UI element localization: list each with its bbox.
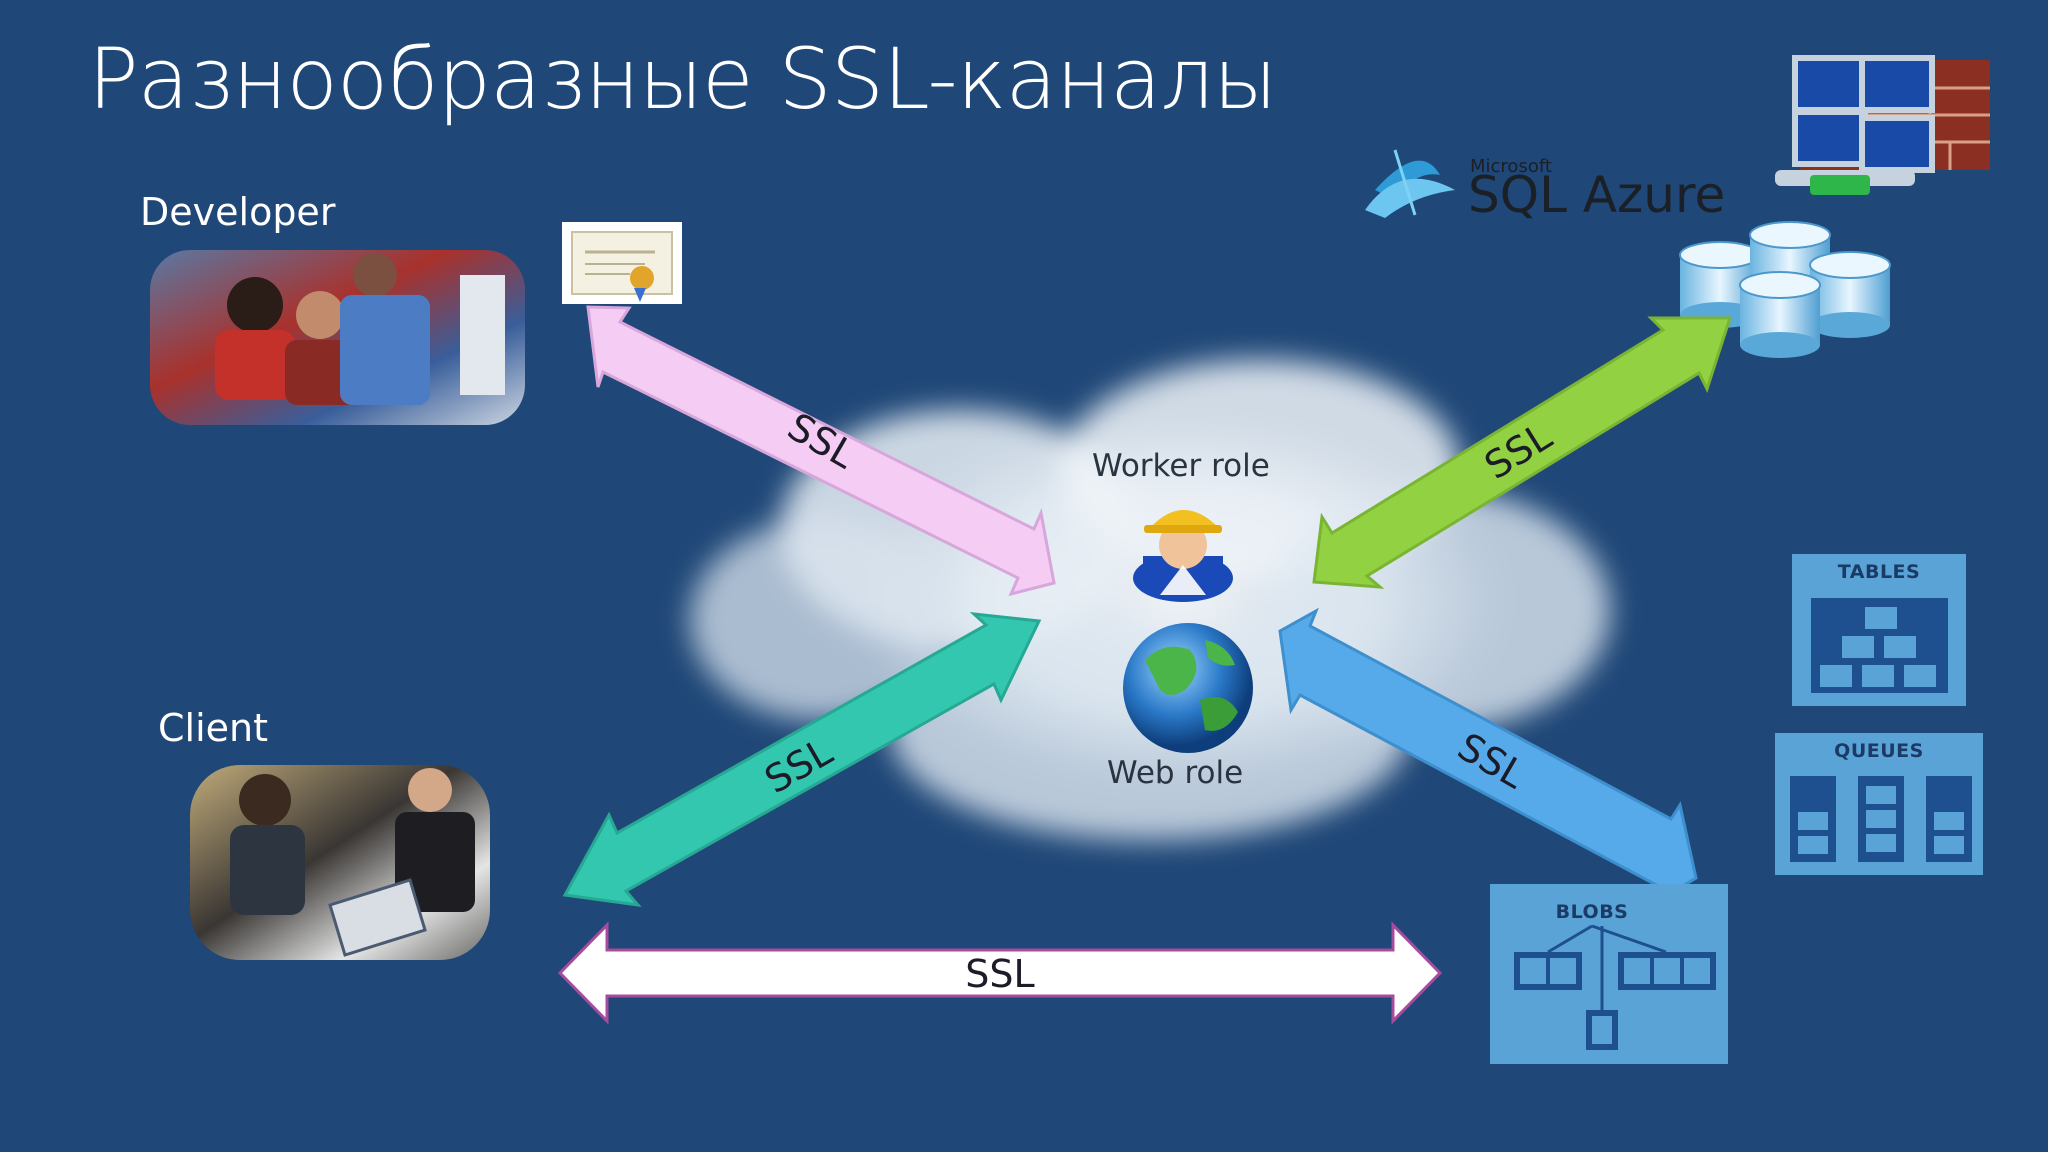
- worker-icon: [1133, 510, 1233, 602]
- developer-label: Developer: [140, 190, 336, 234]
- developer-photo: [150, 250, 525, 425]
- logo-product: SQL Azure: [1468, 166, 1725, 224]
- arrow-sql-cloud: [1312, 316, 1733, 589]
- queues-storage-tile: QUEUES: [1775, 733, 1983, 875]
- arrow-client-blobs: [557, 921, 1443, 1025]
- database-cluster-icon: [1679, 221, 1891, 358]
- blobs-storage-tile: BLOBS: [1490, 884, 1728, 1064]
- arrow-client-cloud: [562, 612, 1042, 908]
- worker-role-label: Worker role: [1092, 448, 1270, 484]
- certificate-icon: [562, 222, 682, 304]
- slide-title: Разнообразные SSL-каналы: [88, 30, 1277, 128]
- ssl-label-client-blobs: SSL: [965, 952, 1034, 996]
- web-role-label: Web role: [1107, 755, 1244, 791]
- queues-icon: [1790, 776, 1972, 862]
- tables-icon: [1820, 607, 1936, 687]
- blobs-title: BLOBS: [1556, 901, 1629, 923]
- logo-vendor: Microsoft: [1470, 156, 1552, 177]
- globe-icon: [1123, 623, 1253, 753]
- tables-storage-tile: TABLES: [1792, 554, 1966, 706]
- network-firewall-icon: [1775, 55, 1990, 195]
- sql-azure-logo: Microsoft SQL Azure: [1365, 149, 1725, 224]
- queues-title: QUEUES: [1834, 740, 1924, 762]
- client-label: Client: [158, 706, 269, 750]
- arrow-developer-cloud: [586, 305, 1056, 597]
- arrow-blobs-cloud: [1278, 607, 1698, 907]
- blobs-icon: [1514, 924, 1716, 1050]
- tables-title: TABLES: [1838, 561, 1920, 583]
- client-photo: [190, 765, 490, 960]
